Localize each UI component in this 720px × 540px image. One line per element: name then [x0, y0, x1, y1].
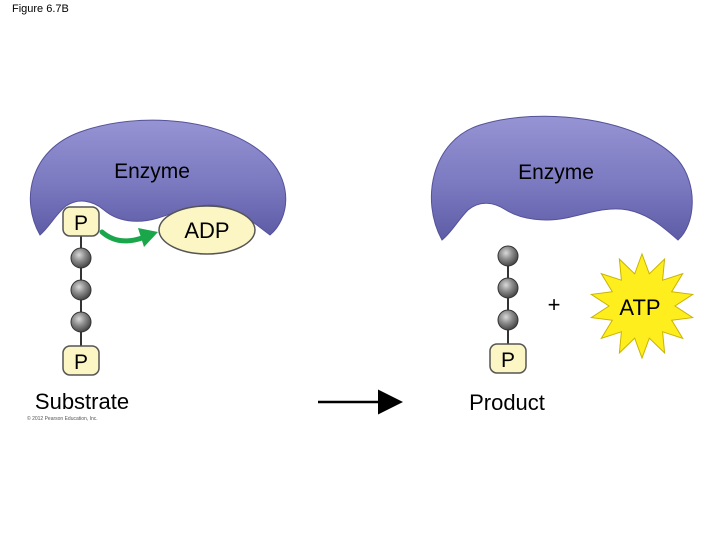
right-bead-1 — [497, 245, 519, 267]
substrate-label: Substrate — [35, 389, 129, 414]
left-phosphate-bottom: P — [62, 345, 100, 376]
atp-label: ATP — [619, 295, 660, 320]
plus-sign: + — [548, 292, 561, 317]
left-phosphate-bottom-label: P — [74, 351, 88, 374]
right-enzyme — [430, 115, 693, 241]
right-enzyme-label: Enzyme — [518, 161, 594, 184]
left-bead-1 — [70, 247, 92, 269]
green-arrow — [99, 228, 158, 247]
left-enzyme-label: Enzyme — [114, 160, 190, 183]
left-phosphate-top-label: P — [74, 212, 88, 235]
right-bead-3 — [497, 309, 519, 331]
right-phosphate-bottom-label: P — [501, 349, 515, 372]
product-label: Product — [469, 390, 545, 415]
atp-burst: ATP — [589, 252, 695, 360]
left-enzyme — [29, 119, 287, 236]
left-phosphate-top: P — [62, 206, 100, 237]
adp-molecule: ADP — [158, 205, 256, 255]
left-bead-2 — [70, 279, 92, 301]
right-bead-2 — [497, 277, 519, 299]
figure-label: Figure 6.7B — [12, 3, 69, 15]
right-phosphate-bottom: P — [489, 343, 527, 374]
copyright-text: © 2012 Pearson Education, Inc. — [27, 415, 98, 422]
left-bead-3 — [70, 311, 92, 333]
adp-label: ADP — [184, 218, 229, 243]
